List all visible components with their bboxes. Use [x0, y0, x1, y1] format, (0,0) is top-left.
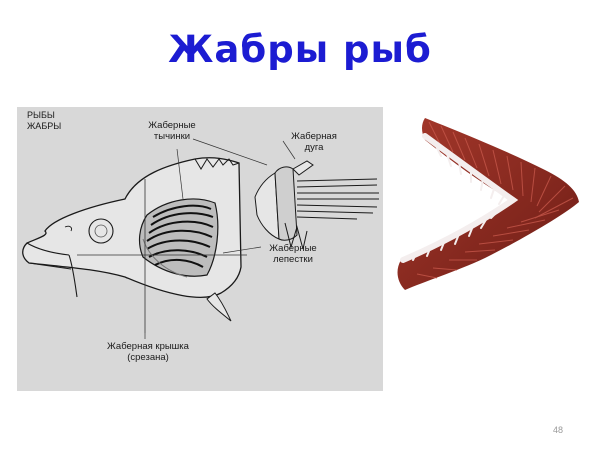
- fish-mouth: [26, 242, 78, 298]
- label-gill-arch-line2: дуга: [304, 142, 324, 153]
- label-gill-cover-line2: (срезана): [127, 352, 169, 363]
- label-gill-filaments-line2: лепестки: [273, 254, 313, 265]
- slide-title: Жабры рыб: [168, 28, 432, 71]
- label-gill-cover-line1: Жаберная крышка: [107, 341, 189, 352]
- label-gill-filaments-line1: Жаберные: [269, 243, 317, 254]
- fish-dorsal-edge: [194, 158, 240, 170]
- leader-rakers: [176, 148, 184, 200]
- fish-eye: [88, 218, 114, 244]
- gill-photo-filaments: [397, 118, 579, 290]
- label-gill-rakers: Жаберные тычинки: [137, 120, 207, 142]
- fish-nostril: [64, 225, 72, 232]
- figure-corner-label-line2: ЖАБРЫ: [27, 121, 62, 131]
- figure-corner-label-line1: РЫБЫ: [27, 110, 55, 120]
- gill-photo-rakers: [412, 143, 506, 261]
- label-gill-rakers-line2: тычинки: [153, 131, 191, 142]
- leader-filaments: [222, 246, 262, 254]
- gill-filaments-drawing: [138, 198, 219, 278]
- label-gill-arch: Жаберная дуга: [279, 131, 349, 153]
- gill-arch-detail: [254, 160, 379, 250]
- fish-head-drawing: [22, 138, 379, 339]
- label-gill-filaments: Жаберные лепестки: [257, 243, 329, 265]
- fish-pectoral-fin: [206, 292, 232, 322]
- fish-gill-diagram: РЫБЫ ЖАБРЫ Жаберные тычинки Жаберная дуг…: [17, 107, 383, 391]
- leader-arch: [282, 140, 296, 160]
- figure-corner-label: РЫБЫ ЖАБРЫ: [27, 110, 61, 132]
- label-gill-arch-line1: Жаберная: [291, 131, 337, 142]
- leader-rakers-2: [192, 138, 268, 166]
- label-gill-rakers-line1: Жаберные: [148, 120, 196, 131]
- gill-photo-arch: [400, 133, 519, 263]
- page-number: 48: [553, 425, 564, 435]
- label-gill-cover: Жаберная крышка (срезана): [93, 341, 203, 363]
- gill-arch-photo: [397, 118, 579, 290]
